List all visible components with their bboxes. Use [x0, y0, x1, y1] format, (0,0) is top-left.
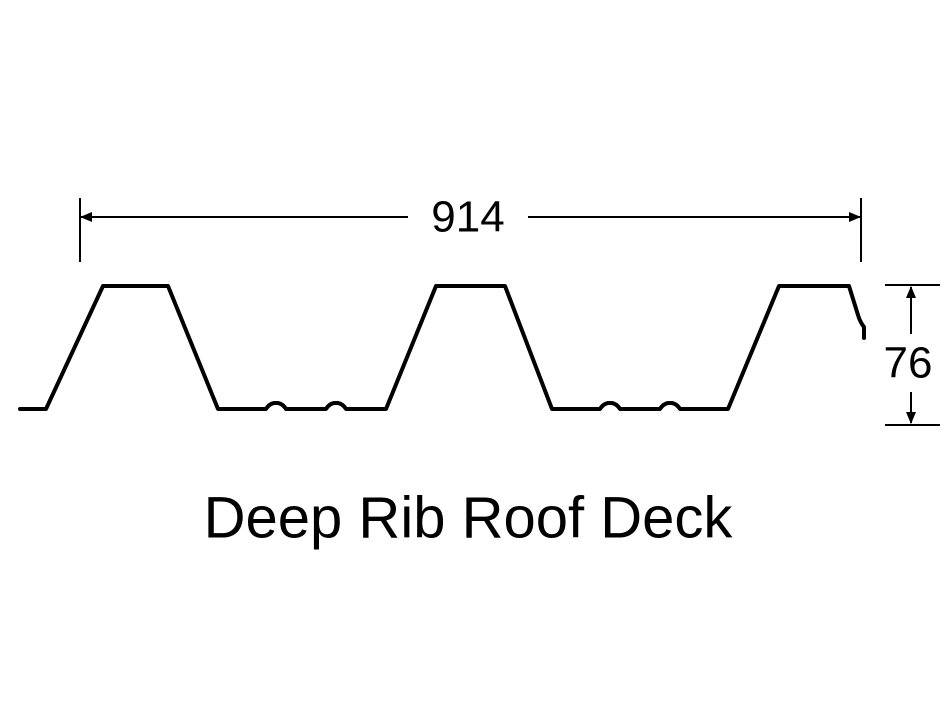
deck-profile-line	[18, 284, 866, 411]
width-dimension: 914	[79, 193, 862, 262]
width-dimension-label: 914	[431, 193, 504, 242]
height-dimension: 76	[884, 284, 940, 426]
diagram-title: Deep Rib Roof Deck	[204, 485, 734, 550]
height-dimension-label: 76	[884, 339, 933, 388]
